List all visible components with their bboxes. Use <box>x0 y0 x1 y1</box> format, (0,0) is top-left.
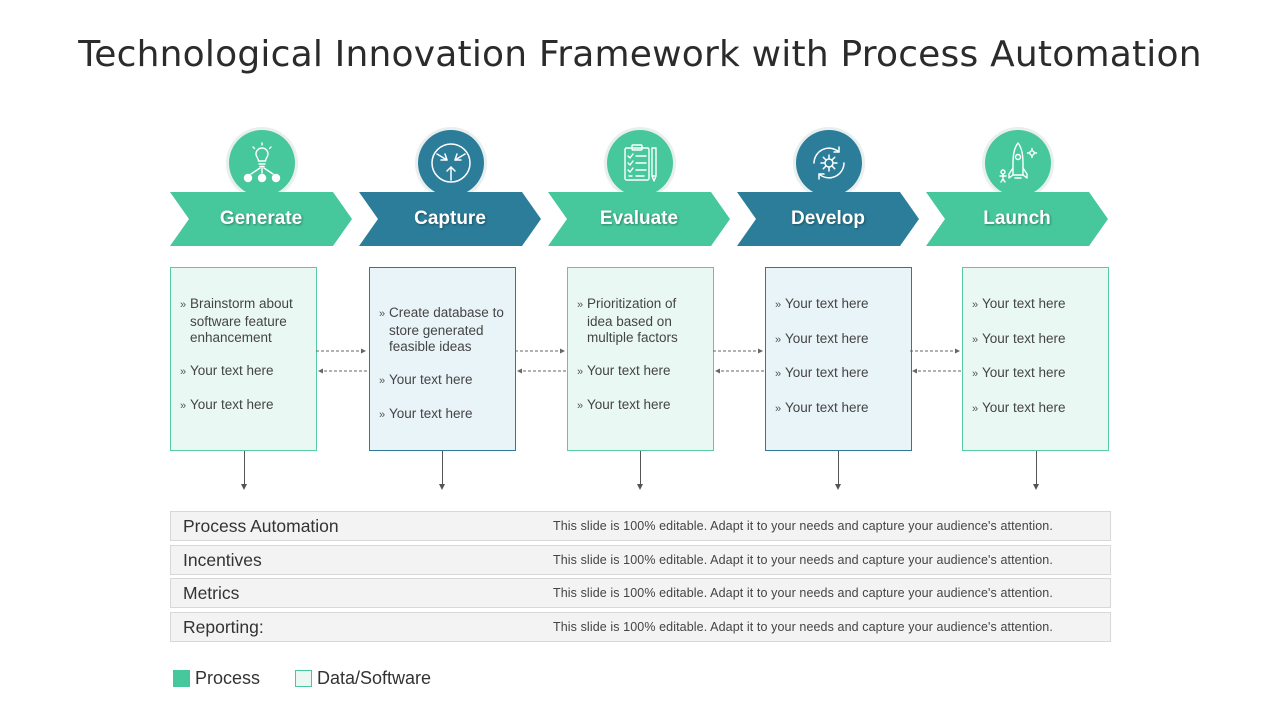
stage-chevron: Evaluate <box>548 192 730 246</box>
row-text: This slide is 100% editable. Adapt it to… <box>553 619 1053 634</box>
list-item: »Prioritization of idea based on multipl… <box>577 296 678 345</box>
converging-arrows-icon <box>431 143 471 183</box>
row-text: This slide is 100% editable. Adapt it to… <box>553 519 1053 533</box>
stage-generate: Generate »Brainstorm about software feat… <box>170 0 352 720</box>
stage-capture: Capture »Create database to store genera… <box>359 0 541 720</box>
down-arrow-line <box>1036 451 1037 485</box>
list-item: »Your text here <box>775 330 869 346</box>
stage-chevron: Develop <box>737 192 919 246</box>
stage-detail-box: »Your text here »Your text here »Your te… <box>765 267 912 451</box>
list-item: »Your text here <box>972 399 1066 415</box>
bidirectional-arrow-1 <box>316 348 368 374</box>
list-item: »Create database to store generated feas… <box>379 305 504 354</box>
list-item: »Your text here <box>775 365 869 380</box>
bidirectional-arrow-3 <box>713 348 765 374</box>
stage-detail-box: »Prioritization of idea based on multipl… <box>567 267 714 451</box>
stage-label: Capture <box>414 208 486 229</box>
legend-swatch <box>173 669 190 687</box>
stage-evaluate: Evaluate »Prioritization of idea based o… <box>548 0 730 720</box>
row-label: Incentives <box>183 549 262 570</box>
legend-item-process: Process <box>173 666 260 690</box>
down-arrow-line <box>442 451 443 485</box>
table-row: Process Automation This slide is 100% ed… <box>170 511 1111 541</box>
list-item: »Your text here <box>577 362 671 378</box>
down-arrow-head <box>439 484 445 490</box>
gear-cycle-icon <box>813 146 845 180</box>
down-arrow-line <box>244 451 245 485</box>
down-arrow-head <box>241 484 247 490</box>
legend-swatch <box>295 669 312 687</box>
down-arrow-line <box>640 451 641 485</box>
rocket-icon <box>999 142 1038 183</box>
down-arrow-head <box>637 484 643 490</box>
list-item: »Your text here <box>180 397 274 412</box>
stage-icon-circle <box>985 130 1051 196</box>
bidirectional-arrow-2 <box>515 348 567 374</box>
list-item: »Your text here <box>972 365 1066 380</box>
list-item: »Your text here <box>775 399 869 415</box>
stage-detail-box: »Your text here »Your text here »Your te… <box>962 267 1109 451</box>
stage-develop: Develop »Your text here »Your text here … <box>737 0 919 720</box>
list-item: »Brainstorm about software feature enhan… <box>180 296 293 345</box>
list-item: »Your text here <box>379 371 473 387</box>
list-item: »Your text here <box>577 397 671 412</box>
page-title: Technological Innovation Framework with … <box>78 34 1202 75</box>
down-arrow-line <box>838 451 839 485</box>
stage-launch: Launch »Your text here »Your text here »… <box>926 0 1109 720</box>
stage-icon-circle <box>418 130 484 196</box>
lightbulb-icon <box>243 142 281 183</box>
list-item: »Your text here <box>379 406 473 421</box>
stage-chevron: Generate <box>170 192 352 246</box>
legend-item-data-software: Data/Software <box>295 666 431 690</box>
stage-icon-circle <box>607 130 673 196</box>
stage-detail-box: »Create database to store generated feas… <box>369 267 516 451</box>
list-item: »Your text here <box>775 296 869 311</box>
row-text: This slide is 100% editable. Adapt it to… <box>553 586 1053 600</box>
stage-detail-box: »Brainstorm about software feature enhan… <box>170 267 317 451</box>
list-item: »Your text here <box>972 296 1066 311</box>
stage-label: Develop <box>791 208 865 229</box>
stage-chevron: Capture <box>359 192 541 246</box>
stage-icon-circle <box>796 130 862 196</box>
list-item: »Your text here <box>972 330 1066 346</box>
legend-label: Process <box>195 667 261 688</box>
category-table: Process Automation This slide is 100% ed… <box>170 511 1111 645</box>
table-row: Metrics This slide is 100% editable. Ada… <box>170 578 1111 608</box>
bidirectional-arrow-4 <box>910 348 962 374</box>
row-label: Reporting: <box>183 616 264 637</box>
list-item: »Your text here <box>180 362 274 378</box>
stage-label: Generate <box>219 208 303 229</box>
stage-label: Launch <box>983 208 1051 229</box>
down-arrow-head <box>835 484 841 490</box>
table-row: Reporting: This slide is 100% editable. … <box>170 611 1111 642</box>
row-label: Metrics <box>183 583 240 603</box>
checklist-clipboard-icon <box>624 144 657 182</box>
down-arrow-head <box>1033 484 1039 490</box>
stage-label: Evaluate <box>599 208 679 229</box>
stage-chevron: Launch <box>926 192 1108 246</box>
table-row: Incentives This slide is 100% editable. … <box>170 544 1111 575</box>
legend-label: Data/Software <box>317 667 432 688</box>
row-text: This slide is 100% editable. Adapt it to… <box>553 552 1053 567</box>
stage-icon-circle <box>229 130 295 196</box>
row-label: Process Automation <box>183 516 339 536</box>
